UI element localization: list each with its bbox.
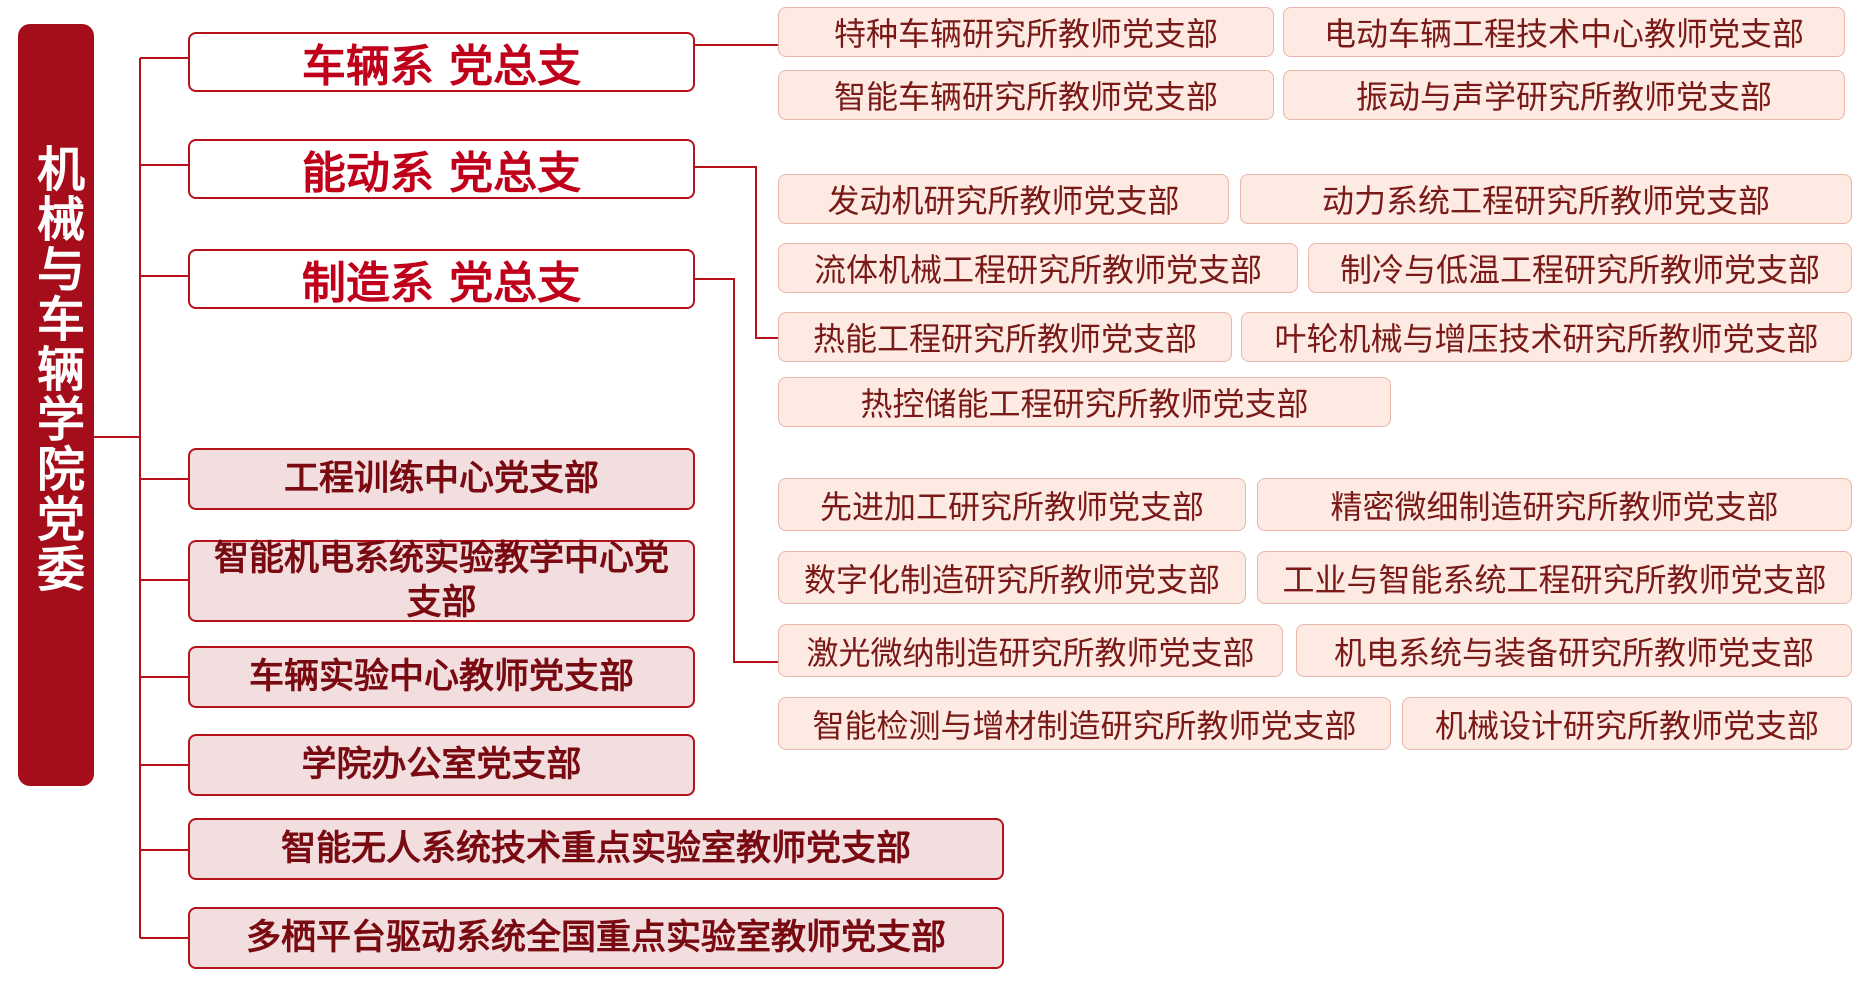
unit-label: 多栖平台驱动系统全国重点实验室教师党支部 (245, 918, 946, 958)
branch-label: 机械设计研究所教师党支部 (1434, 706, 1819, 745)
branch-label: 振动与声学研究所教师党支部 (1355, 78, 1772, 116)
dept-label: 车辆系 党总支 (301, 41, 582, 92)
branch-label: 叶轮机械与增压技术研究所教师党支部 (1274, 320, 1819, 358)
branch-node: 机电系统与装备研究所教师党支部 (1296, 624, 1852, 677)
branch-node: 智能车辆研究所教师党支部 (778, 70, 1274, 120)
branch-label: 机电系统与装备研究所教师党支部 (1333, 633, 1814, 672)
branch-node: 电动车辆工程技术中心教师党支部 (1283, 7, 1845, 57)
branch-label: 流体机械工程研究所教师党支部 (813, 251, 1262, 289)
root-title: 机械与车辆学院党委 (28, 144, 84, 594)
unit-node: 学院办公室党支部 (188, 734, 695, 796)
branch-node: 叶轮机械与增压技术研究所教师党支部 (1241, 312, 1852, 362)
branch-node: 工业与智能系统工程研究所教师党支部 (1257, 551, 1852, 604)
unit-node: 智能机电系统实验教学中心党支部 (188, 539, 695, 623)
branch-label: 智能车辆研究所教师党支部 (833, 78, 1218, 116)
unit-label: 车辆实验中心教师党支部 (248, 657, 634, 697)
branch-node: 激光微纳制造研究所教师党支部 (778, 624, 1283, 677)
root-node: 机械与车辆学院党委 (18, 24, 94, 786)
branch-node: 特种车辆研究所教师党支部 (778, 7, 1274, 57)
branch-node: 流体机械工程研究所教师党支部 (778, 243, 1298, 293)
branch-label: 热控储能工程研究所教师党支部 (860, 385, 1309, 423)
branch-node: 振动与声学研究所教师党支部 (1283, 70, 1845, 120)
branch-label: 智能检测与增材制造研究所教师党支部 (812, 706, 1357, 745)
branch-node: 数字化制造研究所教师党支部 (778, 551, 1246, 604)
branch-label: 发动机研究所教师党支部 (827, 182, 1180, 220)
branch-label: 工业与智能系统工程研究所教师党支部 (1282, 560, 1827, 599)
dept-node-manufacturing: 制造系 党总支 (188, 249, 695, 309)
dept-branch-connector (695, 278, 778, 663)
branch-label: 先进加工研究所教师党支部 (819, 487, 1204, 526)
branch-node: 智能检测与增材制造研究所教师党支部 (778, 697, 1391, 750)
unit-node: 车辆实验中心教师党支部 (188, 646, 695, 708)
dept-label: 能动系 党总支 (301, 148, 582, 199)
branch-label: 制冷与低温工程研究所教师党支部 (1339, 251, 1820, 289)
dept-branch-connector (695, 166, 778, 339)
unit-label: 工程训练中心党支部 (283, 459, 599, 499)
unit-label: 智能无人系统技术重点实验室教师党支部 (280, 829, 911, 869)
unit-node: 工程训练中心党支部 (188, 448, 695, 510)
branch-node: 机械设计研究所教师党支部 (1402, 697, 1852, 750)
unit-node: 多栖平台驱动系统全国重点实验室教师党支部 (188, 907, 1004, 969)
dept-node-vehicle: 车辆系 党总支 (188, 32, 695, 92)
dept-label: 制造系 党总支 (301, 258, 582, 309)
branch-label: 热能工程研究所教师党支部 (812, 320, 1197, 358)
branch-node: 热能工程研究所教师党支部 (778, 312, 1232, 362)
unit-label: 智能机电系统实验教学中心党支部 (213, 539, 669, 623)
branch-label: 激光微纳制造研究所教师党支部 (806, 633, 1255, 672)
branch-node: 发动机研究所教师党支部 (778, 174, 1229, 224)
branch-label: 电动车辆工程技术中心教师党支部 (1323, 15, 1804, 53)
branch-label: 动力系统工程研究所教师党支部 (1321, 182, 1770, 220)
dept-node-energy: 能动系 党总支 (188, 139, 695, 199)
branch-label: 数字化制造研究所教师党支部 (803, 560, 1220, 599)
branch-label: 特种车辆研究所教师党支部 (833, 15, 1218, 53)
branch-node: 动力系统工程研究所教师党支部 (1240, 174, 1852, 224)
unit-label: 学院办公室党支部 (301, 745, 582, 785)
branch-node: 制冷与低温工程研究所教师党支部 (1308, 243, 1852, 293)
branch-node: 热控储能工程研究所教师党支部 (778, 377, 1391, 427)
branch-node: 精密微细制造研究所教师党支部 (1257, 478, 1852, 531)
branch-node: 先进加工研究所教师党支部 (778, 478, 1246, 531)
unit-node: 智能无人系统技术重点实验室教师党支部 (188, 818, 1004, 880)
branch-label: 精密微细制造研究所教师党支部 (1330, 487, 1779, 526)
